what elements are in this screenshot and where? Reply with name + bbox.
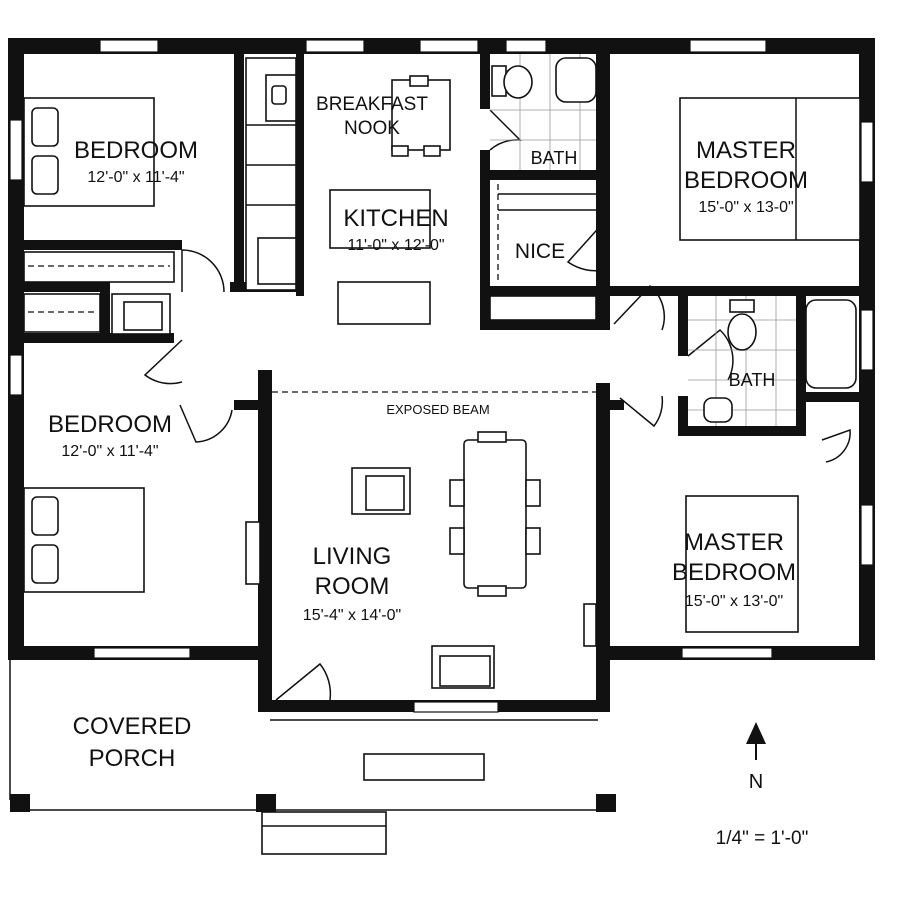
master-1-line2: BEDROOM: [684, 167, 808, 194]
bedroom-2-dims: 12'-0" x 11'-4": [61, 443, 158, 460]
breakfast-nook-line1: BREAKFAST: [316, 94, 428, 115]
kitchen-dims: 11'-0" x 12'-0": [347, 237, 444, 254]
master-1-dims: 15'-0" x 13-0": [698, 199, 793, 216]
living-line1: LIVING: [313, 543, 392, 570]
interior-walls: [14, 54, 866, 436]
master-2-line2: BEDROOM: [672, 559, 796, 586]
windows: [9, 39, 874, 713]
bath-1-tiles: [490, 54, 596, 170]
room-labels: BEDROOM 12'-0" x 11'-4" BREAKFAST NOOK K…: [48, 94, 808, 849]
master-2-line1: MASTER: [684, 529, 784, 556]
porch-line2: PORCH: [89, 745, 176, 772]
bedroom-1-dims: 12'-0" x 11'-4": [87, 169, 184, 186]
exposed-beam-label: EXPOSED BEAM: [386, 402, 489, 417]
nice-name: NICE: [515, 240, 565, 263]
living-line2: ROOM: [315, 573, 390, 600]
north-label: N: [749, 771, 763, 793]
dining-table: [463, 439, 527, 589]
bath-2-name: BATH: [729, 370, 776, 390]
bath-1-name: BATH: [531, 148, 578, 168]
porch-line1: COVERED: [73, 713, 192, 740]
breakfast-nook-line2: NOOK: [344, 118, 400, 139]
master-1-line1: MASTER: [696, 137, 796, 164]
scale-label: 1/4" = 1'-0": [716, 828, 809, 849]
kitchen-name: KITCHEN: [343, 205, 448, 232]
bedroom-1-name: BEDROOM: [74, 137, 198, 164]
bedroom-2-name: BEDROOM: [48, 411, 172, 438]
porch-steps: [261, 811, 387, 855]
master-2-dims: 15'-0" x 13'-0": [685, 593, 783, 610]
bed-master-1: [679, 97, 861, 241]
fixtures: [9, 54, 861, 855]
bed-master-2: [685, 495, 799, 633]
living-dims: 15'-4" x 14'-0": [303, 607, 401, 624]
north-arrow-icon: [746, 722, 766, 744]
